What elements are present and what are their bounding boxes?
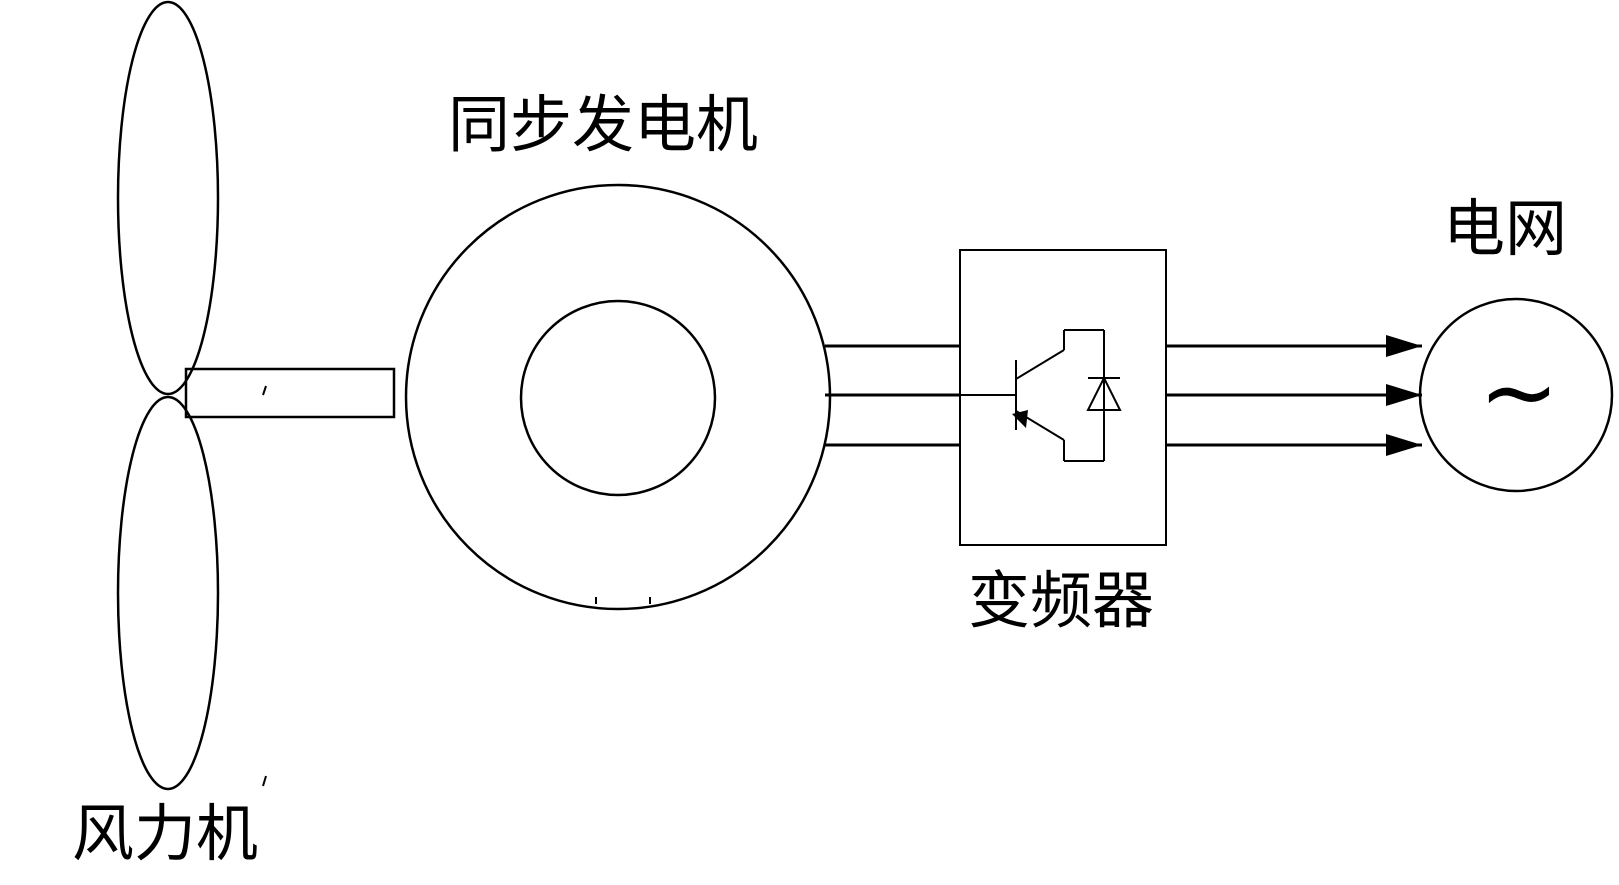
- turbine-label: 风力机: [72, 797, 258, 870]
- generator-stator: [404, 183, 832, 611]
- ac-source-icon: [1418, 297, 1614, 493]
- power-flow-arrows: [1386, 335, 1422, 456]
- grid-label: 电网: [1443, 192, 1567, 265]
- converter-label: 变频器: [968, 564, 1154, 637]
- turbine-shaft: [184, 367, 396, 419]
- shaft-tick: [262, 385, 267, 396]
- turbine-blade-upper: [116, 0, 220, 396]
- generator-base-marks: [595, 597, 651, 604]
- emitter-arrow: [1012, 410, 1028, 428]
- generator-output-lines: [825, 344, 960, 447]
- synchronous-generator-icon: [404, 183, 832, 611]
- turbine-blade-lower: [116, 395, 220, 791]
- igbt-diode-switch-icon: [960, 329, 1122, 462]
- converter-box: [959, 249, 1167, 546]
- wind-turbine: [116, 0, 220, 791]
- generator-rotor: [519, 299, 717, 497]
- turbine-tick: [262, 775, 267, 787]
- ac-symbol: ~: [1479, 336, 1559, 448]
- converter-output-lines: [1166, 344, 1422, 447]
- generator-label: 同步发电机: [448, 88, 758, 161]
